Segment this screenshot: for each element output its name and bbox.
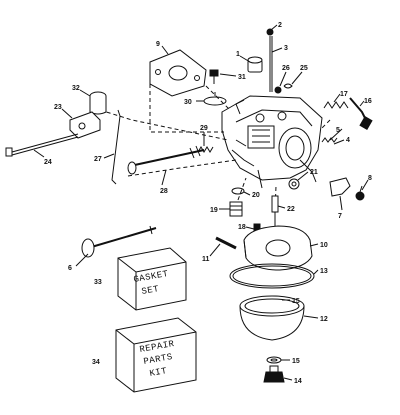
callout-22: 22 (287, 206, 295, 213)
callout-3: 3 (284, 45, 288, 52)
callout-2: 2 (278, 22, 282, 29)
callout-27: 27 (94, 156, 102, 163)
callout-18: 18 (238, 224, 246, 231)
callout-8: 8 (368, 175, 372, 182)
part-rod-11 (215, 236, 237, 250)
part-shaft-28 (127, 145, 205, 175)
part-gasket-plate (149, 49, 207, 97)
part-spring-29 (197, 146, 214, 153)
callout-17: 17 (340, 91, 348, 98)
callout-15a: 15 (292, 298, 300, 305)
callout-21: 21 (310, 169, 318, 176)
callout-16: 16 (364, 98, 372, 105)
part-cylinder-32 (89, 91, 107, 115)
part-fitting-19 (229, 201, 243, 217)
part-wire-27 (111, 109, 121, 185)
part-screw-8 (355, 185, 365, 201)
part-spring-5 (321, 137, 338, 143)
part-screw-16 (349, 97, 373, 131)
part-float-bowl-12 (239, 295, 305, 341)
callout-24: 24 (44, 159, 52, 166)
callout-6: 6 (68, 265, 72, 272)
callout-1: 1 (236, 51, 240, 58)
part-ring-gasket-13 (229, 263, 315, 289)
gasket-set-box (117, 247, 187, 311)
part-linkage-23 (69, 111, 101, 139)
callout-5: 5 (336, 127, 340, 134)
part-26-25 (274, 83, 293, 94)
callout-31: 31 (238, 74, 246, 81)
part-needle-22 (271, 195, 279, 230)
part-oring-20 (231, 187, 245, 195)
part-pin-3 (266, 28, 274, 92)
callout-7: 7 (338, 213, 342, 220)
part-float-10 (243, 225, 313, 271)
part-carburetor-body (221, 95, 323, 189)
callout-29: 29 (200, 125, 208, 132)
repair-box-line3: KIT (149, 366, 168, 379)
callout-28: 28 (160, 188, 168, 195)
gasket-box-line2: SET (141, 284, 160, 297)
callout-9: 9 (156, 41, 160, 48)
callout-leaders (33, 24, 369, 381)
callout-15b: 15 (292, 358, 300, 365)
part-plug-21 (288, 178, 300, 190)
part-shaft-6 (81, 225, 157, 258)
dashed-leaders (99, 84, 331, 213)
callout-13: 13 (320, 268, 328, 275)
callout-19: 19 (210, 207, 218, 214)
part-cap-1 (247, 56, 263, 73)
callout-32: 32 (72, 85, 80, 92)
callout-14: 14 (294, 378, 302, 385)
part-nut-14 (263, 365, 285, 383)
part-screw-24 (5, 133, 79, 157)
callout-4: 4 (346, 137, 350, 144)
part-bracket-7 (329, 177, 351, 197)
callout-26: 26 (282, 65, 290, 72)
callout-34: 34 (92, 359, 100, 366)
callout-33: 33 (94, 279, 102, 286)
part-screw-31 (209, 69, 219, 84)
callout-10: 10 (320, 242, 328, 249)
callout-23: 23 (54, 104, 62, 111)
part-spring-17 (323, 101, 349, 109)
callout-20: 20 (252, 192, 260, 199)
callout-25: 25 (300, 65, 308, 72)
repair-kit-box (115, 317, 197, 393)
callout-30: 30 (184, 99, 192, 106)
part-washer-15b (266, 356, 282, 364)
callout-12: 12 (320, 316, 328, 323)
callout-11: 11 (202, 256, 210, 263)
